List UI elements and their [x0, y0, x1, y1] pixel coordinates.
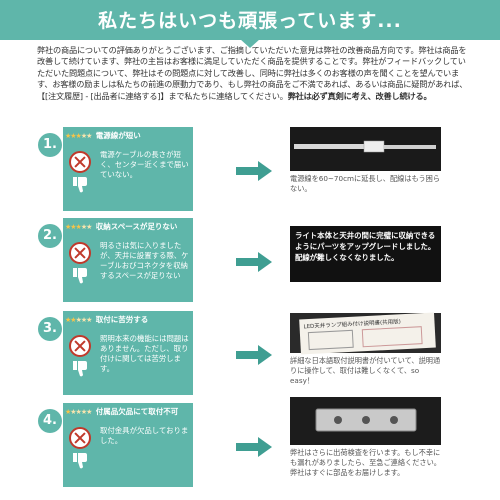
complaint-text: 照明本来の機能には問題はありません。ただし、取り付けに関しては苦労します。	[100, 334, 189, 373]
x-mark-icon	[69, 242, 91, 264]
step-number: 1.	[38, 133, 62, 157]
mounting-bracket-photo	[290, 397, 441, 445]
complaint-text: 取付金具が欠品しておりました。	[100, 426, 189, 445]
step-number: 4.	[38, 409, 62, 433]
feedback-row-3: 3. ★★★★★ 取付に苦労する 照明本来の機能には問題はありません。ただし、取…	[0, 311, 500, 403]
complaint-card: ★★★★★ 収納スペースが足りない 明るさは気に入りましたが、天井に設置する際、…	[63, 218, 193, 302]
improvement-callout: ライト本体と天井の間に完璧に収納できるようにパーツをアップグレードしました。配線…	[290, 226, 441, 282]
right-arrow-icon	[236, 437, 272, 457]
rating-stars: ★★★★★	[65, 132, 92, 140]
cable-connector-photo	[290, 127, 441, 171]
complaint-card: ★★★★★ 付属品欠品にて取付不可 取付金具が欠品しておりました。	[63, 403, 193, 487]
complaint-title: 電源線が短い	[95, 131, 141, 140]
intro-paragraph: 弊社の商品についての評価ありがとうございます、ご指摘していただいた意見は弊社の改…	[37, 45, 469, 102]
x-mark-icon	[69, 151, 91, 173]
step-number: 3.	[38, 317, 62, 341]
complaint-card: ★★★★★ 取付に苦労する 照明本来の機能には問題はありません。ただし、取り付け…	[63, 311, 193, 395]
thumbs-down-icon	[73, 268, 87, 284]
feedback-row-2: 2. ★★★★★ 収納スペースが足りない 明るさは気に入りましたが、天井に設置す…	[0, 218, 500, 310]
improvement-caption: 弊社はさらに出荷検査を行います。もし不幸にも漏れがありましたら、至急ご連絡くださ…	[290, 448, 441, 477]
complaint-title: 付属品欠品にて取付不可	[95, 407, 179, 416]
complaint-text: 明るさは気に入りましたが、天井に設置する際、ケーブルおびコネクタを収納するスペー…	[100, 241, 189, 280]
complaint-card: ★★★★★ 電源線が短い 電源ケーブルの長さが短く、センター近くまで届いていない…	[63, 127, 193, 211]
page-title: 私たちはいつも頑張っています...	[98, 10, 402, 32]
complaint-title: 取付に苦労する	[95, 315, 149, 324]
banner-pointer	[240, 39, 260, 48]
manual-diagram	[307, 329, 354, 351]
card-header: ★★★★★ 電源線が短い	[63, 130, 193, 144]
rating-stars: ★★★★★	[65, 408, 92, 416]
thumbs-down-icon	[73, 453, 87, 469]
improvement-caption: 電源線を60~70cmに延長し、配線はもう困らない。	[290, 174, 441, 193]
intro-bold-text: 弊社は必ず真剣に考え、改善し続ける。	[287, 90, 432, 101]
complaint-title: 収納スペースが足りない	[95, 222, 178, 231]
rating-stars: ★★★★★	[65, 223, 92, 231]
feedback-row-1: 1. ★★★★★ 電源線が短い 電源ケーブルの長さが短く、センター近くまで届いて…	[0, 127, 500, 219]
card-header: ★★★★★ 取付に苦労する	[63, 314, 193, 328]
right-arrow-icon	[236, 345, 272, 365]
thumbs-down-icon	[73, 177, 87, 193]
feedback-row-4: 4. ★★★★★ 付属品欠品にて取付不可 取付金具が欠品しておりました。 弊社は…	[0, 397, 500, 495]
x-mark-icon	[69, 335, 91, 357]
instruction-manual-photo: LED天井ランプ組み付け説明書(共用版)	[290, 312, 441, 355]
manual-page: LED天井ランプ組み付け説明書(共用版)	[299, 312, 436, 355]
x-mark-icon	[69, 427, 91, 449]
card-header: ★★★★★ 収納スペースが足りない	[63, 221, 193, 235]
header-banner	[0, 0, 500, 40]
complaint-text: 電源ケーブルの長さが短く、センター近くまで届いていない。	[100, 150, 189, 179]
intro-text: 弊社の商品についての評価ありがとうございます、ご指摘していただいた意見は弊社の改…	[37, 45, 468, 101]
manual-diagram	[361, 326, 423, 348]
improvement-caption: 詳細な日本語取付説明書が付いていて、説明通りに操作して、取付は難しくなくて、so…	[290, 356, 441, 385]
step-number: 2.	[38, 224, 62, 248]
right-arrow-icon	[236, 252, 272, 272]
right-arrow-icon	[236, 161, 272, 181]
thumbs-down-icon	[73, 361, 87, 377]
card-header: ★★★★★ 付属品欠品にて取付不可	[63, 406, 193, 420]
rating-stars: ★★★★★	[65, 316, 92, 324]
